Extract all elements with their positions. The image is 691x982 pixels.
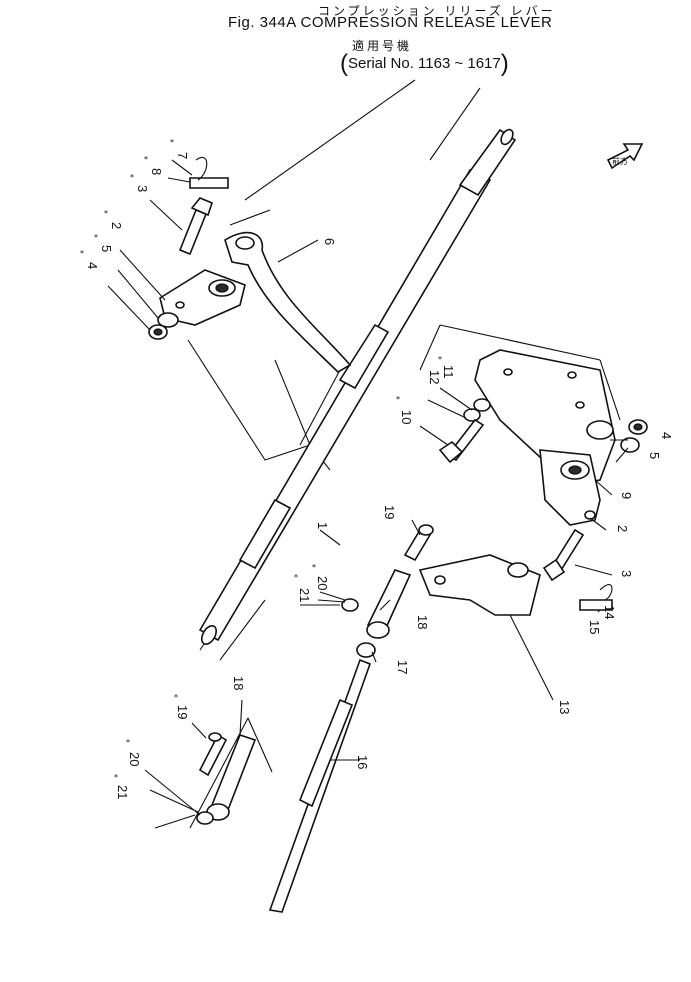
svg-text:*: * <box>144 155 148 164</box>
svg-text:*: * <box>170 138 174 147</box>
lever-13 <box>418 554 541 616</box>
callout-10: 10 <box>399 410 414 424</box>
boundary-right-group <box>419 324 621 421</box>
nut-washer-right <box>620 419 648 453</box>
paren-right: ) <box>500 50 509 77</box>
bolt-upper <box>178 197 213 256</box>
bracket-upper <box>159 269 246 326</box>
callout-13: 13 <box>557 700 572 714</box>
callout-19b: 19 <box>175 705 190 719</box>
svg-text:*: * <box>104 209 108 218</box>
washer-pin-upper <box>300 598 359 612</box>
callout-16: 16 <box>355 755 370 769</box>
callout-20: 20 <box>315 576 330 590</box>
svg-text:*: * <box>438 355 442 364</box>
figure-title: Fig. 344A COMPRESSION RELEASE LEVER <box>228 14 553 31</box>
callout-9: 9 <box>619 492 634 499</box>
svg-text:*: * <box>94 233 98 242</box>
callouts: 7 8 3 2 5 4 6 12 11 10 4 5 9 2 3 1 19 21… <box>85 152 674 799</box>
serial-range: (Serial No. 1163 ~ 1617) <box>340 50 509 78</box>
callout-6: 6 <box>322 238 337 245</box>
nut-washer-upper <box>148 312 179 340</box>
svg-text:*: * <box>126 738 130 747</box>
callout-14: 14 <box>602 605 617 619</box>
clevis-upper <box>366 524 434 639</box>
front-arrow-icon: 前方 <box>606 143 644 170</box>
callout-5b: 5 <box>647 452 662 459</box>
callout-18: 18 <box>415 615 430 629</box>
callout-5: 5 <box>99 245 114 252</box>
boundary-shaft-right <box>219 87 481 661</box>
serial-text: Serial No. 1163 ~ 1617 <box>348 55 501 72</box>
lever-arm <box>224 231 352 373</box>
callout-4b: 4 <box>659 432 674 439</box>
callout-1: 1 <box>315 522 330 529</box>
svg-text:*: * <box>294 573 298 582</box>
callout-3b: 3 <box>619 570 634 577</box>
svg-text:*: * <box>396 395 400 404</box>
callout-21: 21 <box>297 588 312 602</box>
bolt-lower <box>542 528 585 582</box>
washers-bolt-10 <box>438 398 491 464</box>
callout-18b: 18 <box>231 676 246 690</box>
callout-2: 2 <box>109 222 124 229</box>
paren-left: ( <box>340 50 348 77</box>
callout-19: 19 <box>382 505 397 519</box>
arrow-label: 前方 <box>612 156 628 166</box>
shaft-assembly <box>198 128 517 645</box>
applicable-jp: 適用号機 <box>352 39 413 53</box>
callout-20b: 20 <box>127 752 142 766</box>
callout-17: 17 <box>395 660 410 674</box>
leader-lines <box>107 159 629 816</box>
svg-text:*: * <box>80 249 84 258</box>
bolt-14 <box>579 583 613 611</box>
callout-21b: 21 <box>115 785 130 799</box>
mounting-plate <box>474 349 616 486</box>
callout-11: 11 <box>441 365 456 379</box>
callout-7: 7 <box>175 152 190 159</box>
japanese-title: コンプレッション リリーズ レバー <box>318 4 556 18</box>
callout-3: 3 <box>135 185 150 192</box>
callout-8: 8 <box>149 168 164 175</box>
callout-15: 15 <box>587 620 602 634</box>
nut-17 <box>356 642 376 658</box>
bracket-lower <box>539 449 601 526</box>
boundary-lower-left <box>189 717 273 829</box>
svg-text:*: * <box>174 693 178 702</box>
callout-2b: 2 <box>615 525 630 532</box>
svg-text:*: * <box>114 773 118 782</box>
callout-4: 4 <box>85 262 100 269</box>
svg-text:*: * <box>130 173 134 182</box>
threaded-rod <box>268 658 372 913</box>
callout-12: 12 <box>427 370 442 384</box>
boundary-upper-left <box>187 79 416 471</box>
asterisk-markers: * * * * * * * * * * * * * <box>80 138 442 782</box>
bolt-small-top <box>189 157 229 189</box>
svg-text:*: * <box>312 563 316 572</box>
clevis-lower <box>154 732 257 829</box>
